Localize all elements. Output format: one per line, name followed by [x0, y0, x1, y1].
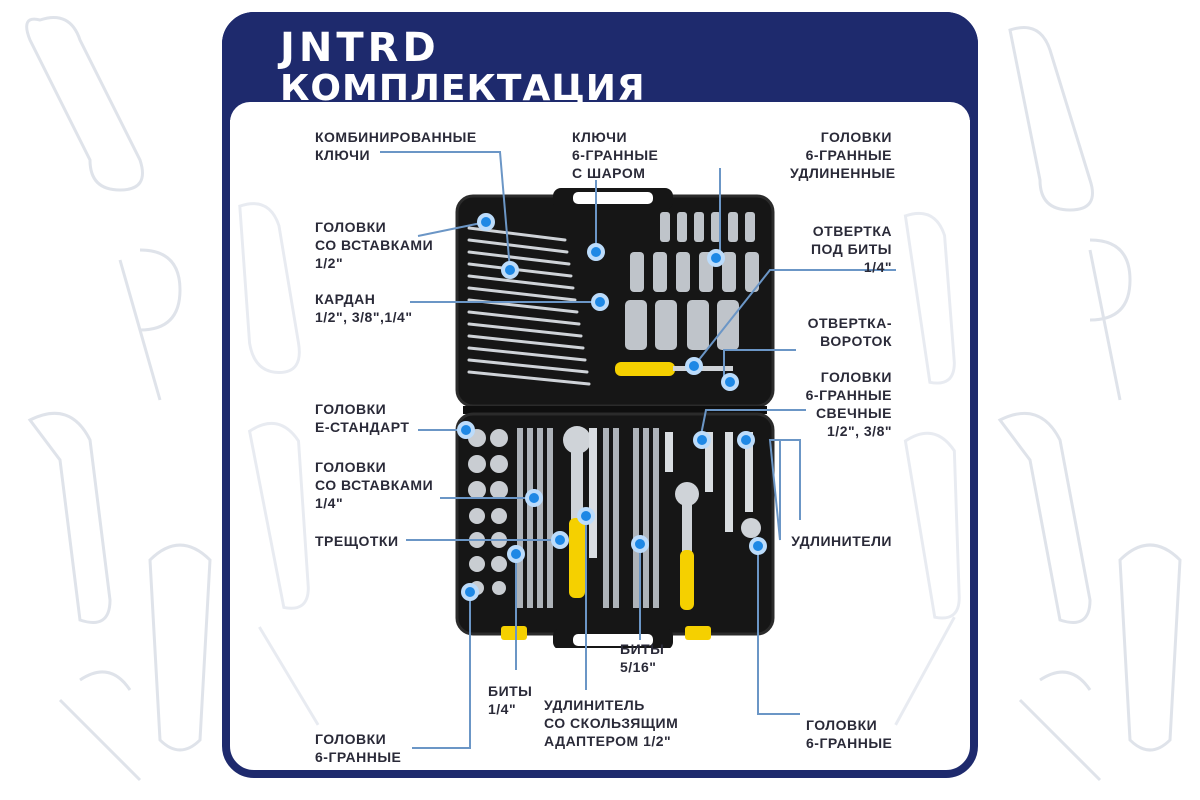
page-title: КОМПЛЕКТАЦИЯ: [280, 68, 646, 109]
brand-logo: JNTRD: [280, 25, 440, 71]
case-handle-gap-bottom: [573, 634, 653, 646]
case-hinge: [463, 406, 767, 414]
label-screwdriver-wrench: ОТВЕРТКА- ВОРОТОК: [807, 315, 892, 349]
label-cardan: КАРДАН 1/2", 3/8",1/4": [315, 291, 413, 325]
label-heads-hex-left: ГОЛОВКИ 6-ГРАННЫЕ: [315, 731, 402, 765]
tool-case: [455, 188, 775, 648]
label-ratchets: ТРЕЩОТКИ: [315, 533, 399, 549]
label-heads-hex-right: ГОЛОВКИ 6-ГРАННЫЕ: [806, 717, 893, 751]
label-heads-insert-half: ГОЛОВКИ СО ВСТАВКАМИ 1/2": [315, 219, 434, 271]
case-handle-gap-top: [573, 192, 653, 204]
screwdriver-handle: [615, 362, 675, 376]
label-bit-screwdriver: ОТВЕРТКА ПОД БИТЫ 1/4": [810, 223, 892, 275]
label-extension-sliding: УДЛИНИТЕЛЬ СО СКОЛЬЗЯЩИМ АДАПТЕРОМ 1/2": [544, 697, 679, 749]
card-wrench-pattern: [238, 202, 961, 726]
ratchets-drawing: [563, 426, 761, 610]
label-bits-516: БИТЫ 5/16": [620, 641, 665, 675]
screwdriver-shaft: [673, 366, 733, 371]
label-hex-keys-ball: КЛЮЧИ 6-ГРАННЫЕ С ШАРОМ: [572, 129, 659, 181]
bits-rows: [517, 428, 659, 608]
label-heads-e-standard: ГОЛОВКИ E-СТАНДАРТ: [315, 401, 410, 435]
combination-wrenches: [467, 226, 591, 386]
label-bits-14: БИТЫ 1/4": [488, 683, 533, 717]
case-latch-left: [501, 626, 527, 640]
label-heads-hex-long: ГОЛОВКИ 6-ГРАННЫЕ УДЛИНЕННЫЕ: [790, 129, 896, 181]
label-extensions: УДЛИНИТЕЛИ: [791, 533, 892, 549]
label-heads-insert-quarter: ГОЛОВКИ СО ВСТАВКАМИ 1/4": [315, 459, 434, 511]
label-combination-keys: КОМБИНИРОВАННЫЕ КЛЮЧИ: [315, 129, 477, 163]
label-heads-spark: ГОЛОВКИ 6-ГРАННЫЕ СВЕЧНЫЕ 1/2", 3/8": [805, 369, 892, 439]
extensions-drawing: [589, 428, 753, 558]
case-latch-right: [685, 626, 711, 640]
header-band: [222, 12, 978, 122]
